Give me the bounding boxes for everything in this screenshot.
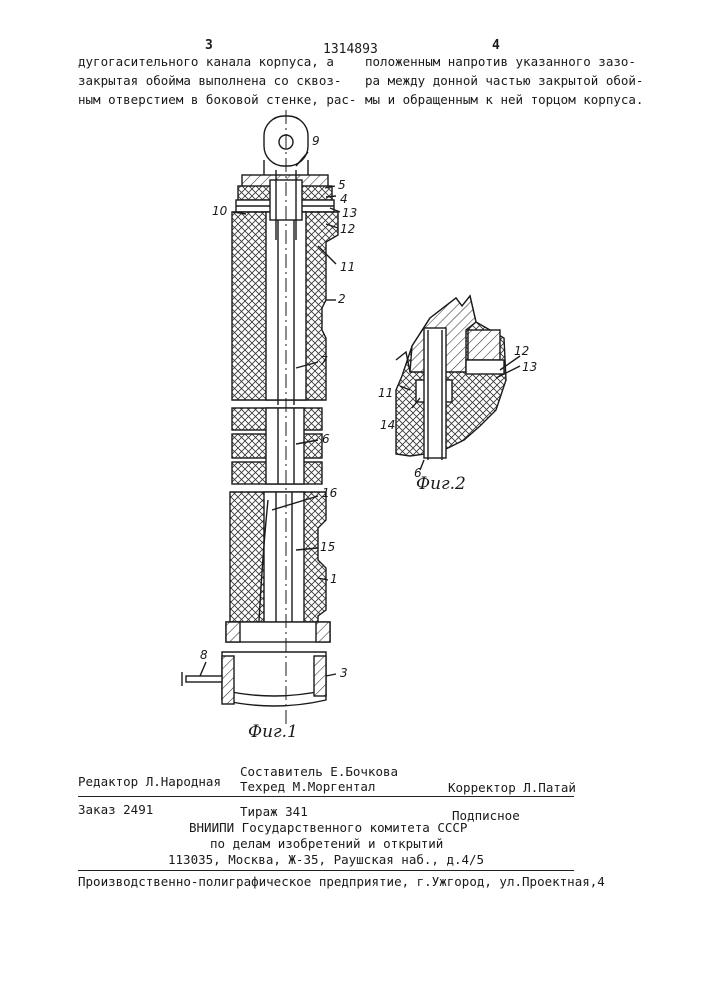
figure-2-label: 13 <box>522 360 537 374</box>
figure-1-label: 10 <box>212 204 227 218</box>
figure-1-label: 9 <box>312 134 320 148</box>
divider <box>78 796 574 797</box>
order-number: Заказ 2491 <box>78 800 153 819</box>
figure-1-label: 2 <box>338 292 346 306</box>
figure-1-label: 12 <box>340 222 355 236</box>
techred: Техред М.Моргентал <box>240 777 375 796</box>
figure-1-label: 11 <box>340 260 355 274</box>
printer-line: Производственно-полиграфическое предприя… <box>78 872 605 891</box>
figure-1-label: 15 <box>320 540 335 554</box>
figure-2-caption: Фиг.2 <box>416 474 466 494</box>
organization-address: 113035, Москва, Ж-35, Раушская наб., д.4… <box>168 850 484 869</box>
figure-1-label: 5 <box>338 178 346 192</box>
figure-1-label: 1 <box>330 572 338 586</box>
figure-1-label: 4 <box>340 192 348 206</box>
figure-1-label: 7 <box>320 354 328 368</box>
figure-1-drawing <box>182 110 340 725</box>
figure-1-caption: Фиг.1 <box>248 722 298 742</box>
figure-1-label: 16 <box>322 486 337 500</box>
figure-1-label: 8 <box>200 648 208 662</box>
figure-1-label: 13 <box>342 206 357 220</box>
figure-2-label: 11 <box>378 386 393 400</box>
figure-1-label: 3 <box>340 666 348 680</box>
figure-1-label: 6 <box>322 432 330 446</box>
figure-2-label: 12 <box>514 344 529 358</box>
divider <box>78 870 574 871</box>
corrector: Корректор Л.Патай <box>448 778 576 797</box>
editor: Редактор Л.Народная <box>78 772 221 791</box>
figure-2-drawing <box>396 296 520 470</box>
figure-2-label: 14 <box>380 418 395 432</box>
